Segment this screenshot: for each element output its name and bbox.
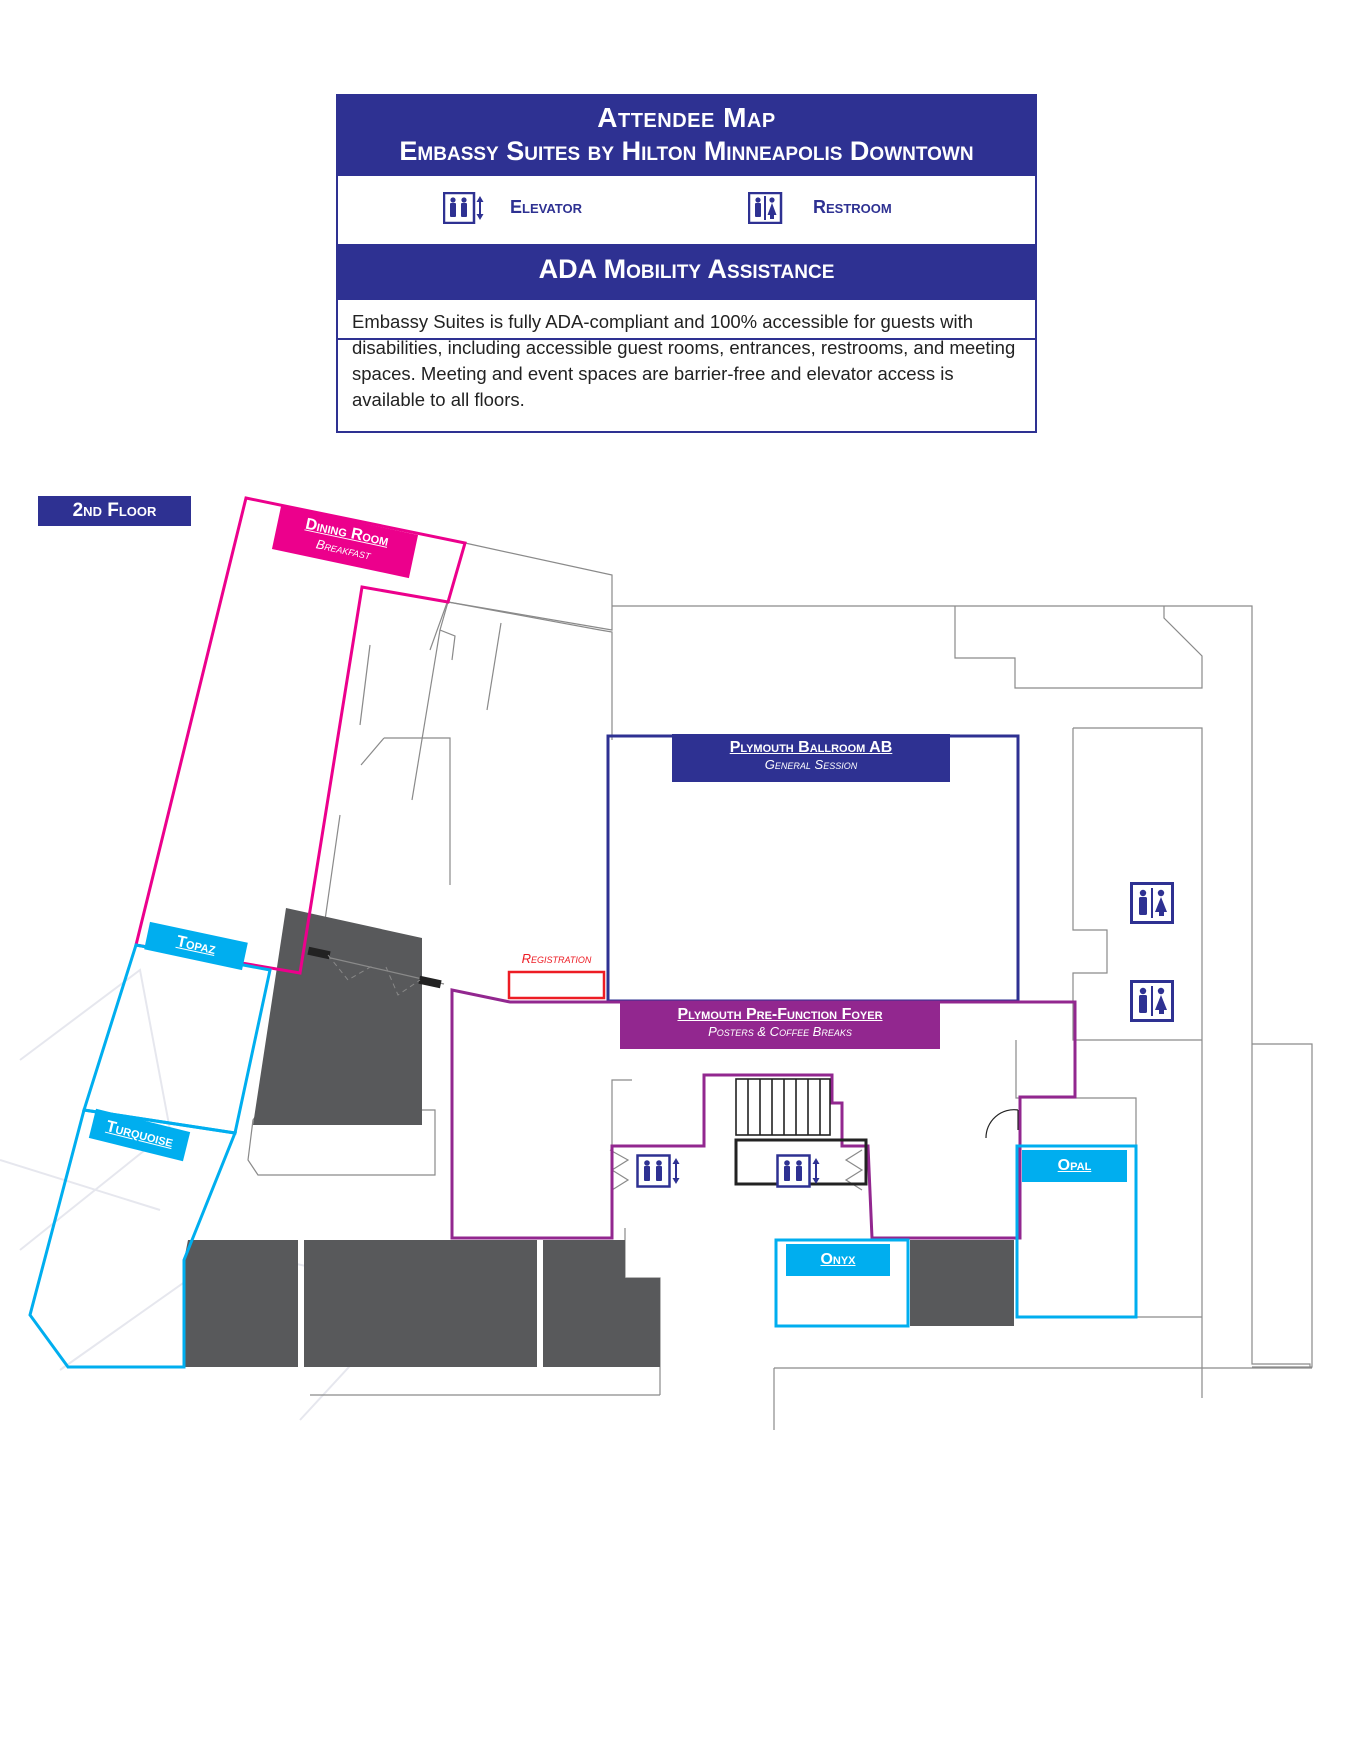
elevator-icon bbox=[443, 192, 484, 224]
registration-outline bbox=[507, 970, 606, 1000]
dining-room-outline bbox=[134, 496, 467, 975]
foyer-name: Plymouth Pre-Function Foyer bbox=[677, 1006, 883, 1023]
door-swing bbox=[985, 1109, 1019, 1139]
registration-label[interactable]: Registration bbox=[507, 948, 606, 970]
floor-label: 2nd Floor bbox=[38, 496, 191, 526]
floor-map: 2nd Floor Dining Room Breakfast Topaz Tu… bbox=[0, 470, 1361, 1430]
venue-title: Embassy Suites by Hilton Minneapolis Dow… bbox=[399, 136, 974, 166]
building-outlines bbox=[247, 542, 1313, 1430]
ballroom-name: Plymouth Ballroom AB bbox=[729, 739, 893, 756]
elevator-icon[interactable] bbox=[776, 1154, 822, 1188]
restroom-icon[interactable] bbox=[1130, 980, 1174, 1022]
foyer-label[interactable]: Plymouth Pre-Function Foyer Posters & Co… bbox=[620, 1001, 940, 1049]
onyx-outline bbox=[774, 1238, 910, 1328]
foyer-outline bbox=[450, 988, 1077, 1240]
opal-label[interactable]: Opal bbox=[1022, 1150, 1127, 1182]
restroom-icon bbox=[748, 192, 783, 224]
turquoise-outline bbox=[28, 1108, 238, 1369]
attendee-map-header: Attendee Map Embassy Suites by Hilton Mi… bbox=[336, 94, 1037, 433]
map-title: Attendee Map bbox=[597, 102, 776, 133]
topaz-outline bbox=[82, 943, 272, 1135]
ada-description: Embassy Suites is fully ADA-compliant an… bbox=[336, 300, 1037, 433]
opal-name: Opal bbox=[1057, 1157, 1092, 1174]
ada-title: ADA Mobility Assistance bbox=[538, 254, 835, 284]
registration-name: Registration bbox=[521, 951, 592, 966]
ada-banner: ADA Mobility Assistance bbox=[336, 244, 1037, 300]
ballroom-label[interactable]: Plymouth Ballroom AB General Session bbox=[672, 734, 950, 782]
floor-plan-drawing bbox=[0, 496, 1313, 1430]
onyx-label[interactable]: Onyx bbox=[786, 1244, 890, 1276]
service-areas bbox=[184, 908, 1014, 1367]
title-banner: Attendee Map Embassy Suites by Hilton Mi… bbox=[336, 94, 1037, 174]
elevator-icon[interactable] bbox=[636, 1154, 682, 1188]
restroom-icon[interactable] bbox=[1130, 882, 1174, 924]
elevator-legend-label: Elevator bbox=[510, 197, 582, 217]
entrance-doors bbox=[307, 946, 445, 996]
opal-outline bbox=[1015, 1144, 1138, 1319]
foyer-subtitle: Posters & Coffee Breaks bbox=[708, 1024, 852, 1039]
ballroom-subtitle: General Session bbox=[764, 757, 858, 772]
onyx-name: Onyx bbox=[820, 1251, 856, 1268]
restroom-legend-label: Restroom bbox=[813, 197, 892, 217]
